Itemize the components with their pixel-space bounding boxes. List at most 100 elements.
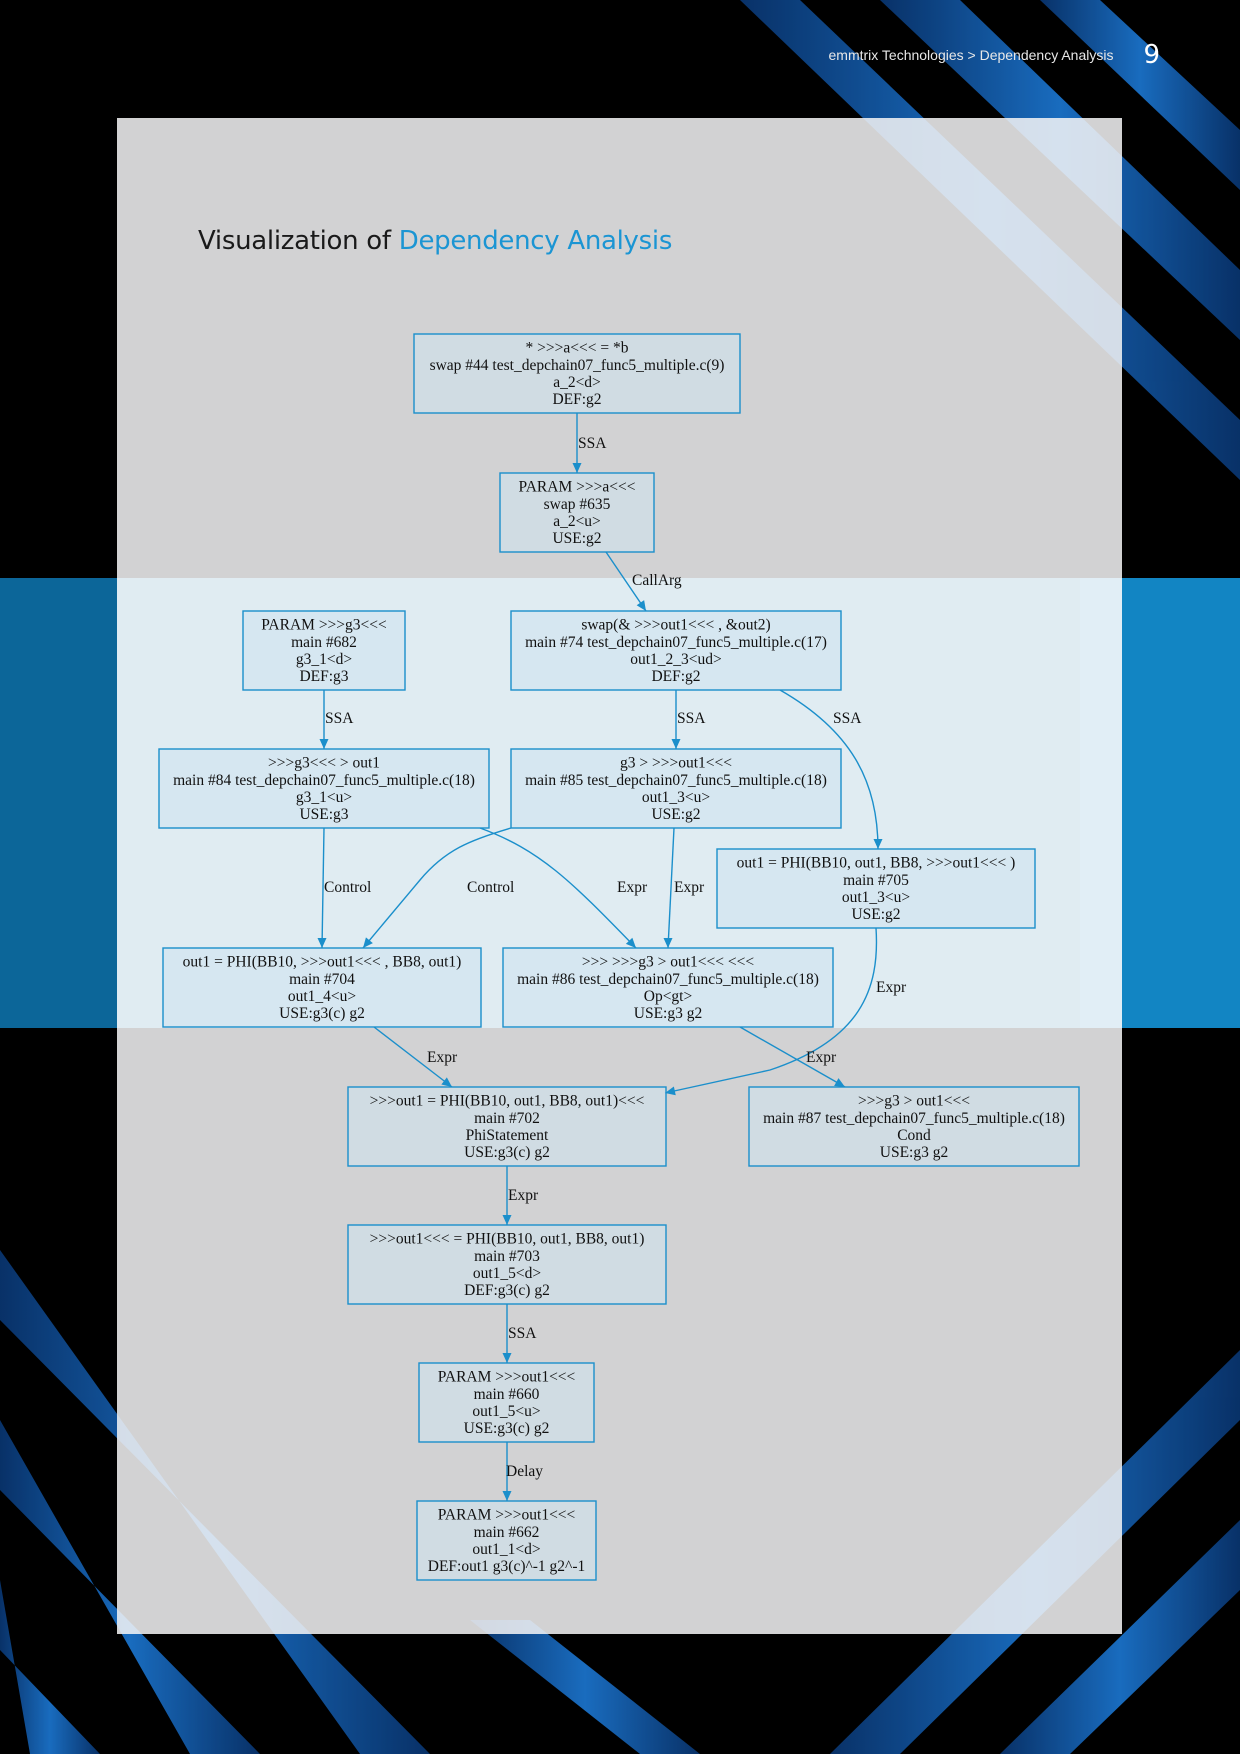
node-line: swap #44 test_depchain07_func5_multiple.… [430, 357, 725, 374]
node-box [416, 1500, 597, 1581]
edge-label: SSA [325, 710, 354, 727]
graph-node-n74: swap(& >>>out1<<< , &out2)main #74 test_… [510, 610, 842, 691]
arrowhead-icon [834, 1078, 845, 1087]
node-box [502, 947, 834, 1028]
node-line: main #705 [843, 872, 909, 889]
edge-label: SSA [578, 435, 607, 452]
edge-n635-n74: CallArg [605, 551, 682, 612]
node-box [162, 947, 482, 1028]
node-box [418, 1362, 595, 1443]
arrowhead-icon [625, 937, 636, 948]
node-line: main #660 [474, 1386, 540, 1403]
edge-label: Expr [806, 1049, 837, 1066]
arrowhead-icon [502, 1491, 512, 1501]
edge-label: Control [324, 879, 371, 896]
node-line: >>>g3 > out1<<< [858, 1093, 970, 1110]
node-line: main #87 test_depchain07_func5_multiple.… [763, 1110, 1065, 1127]
edge-label: Expr [508, 1187, 539, 1204]
node-box [242, 610, 406, 691]
edge-line [479, 827, 637, 949]
node-line: USE:g3 [299, 806, 348, 823]
arrowhead-icon [502, 1353, 512, 1363]
node-line: main #84 test_depchain07_func5_multiple.… [173, 772, 475, 789]
graph-node-n704: out1 = PHI(BB10, >>>out1<<< , BB8, out1)… [162, 947, 482, 1028]
node-line: out1_4<u> [288, 988, 356, 1005]
edge-label: Expr [617, 879, 648, 896]
edge-n703-n660: SSA [502, 1304, 537, 1363]
node-line: out1_3<u> [642, 789, 710, 806]
node-line: out1 = PHI(BB10, out1, BB8, >>>out1<<< ) [737, 855, 1016, 872]
edge-line [605, 551, 647, 612]
node-line: g3_1<u> [296, 789, 352, 806]
node-line: main #85 test_depchain07_func5_multiple.… [525, 772, 827, 789]
node-line: PhiStatement [466, 1127, 549, 1144]
node-line: PARAM >>>g3<<< [261, 617, 387, 634]
node-line: >>>out1 = PHI(BB10, out1, BB8, out1)<<< [370, 1093, 645, 1110]
title-prefix: Visualization of [198, 226, 399, 256]
edge-n682-n84: SSA [319, 690, 354, 749]
page-header: emmtrix Technologies > Dependency Analys… [829, 40, 1161, 70]
arrowhead-icon [317, 938, 327, 948]
edge-n704-n702: Expr [373, 1026, 458, 1088]
node-box [347, 1224, 667, 1305]
node-line: DEF:g2 [651, 668, 700, 685]
node-line: g3 > >>>out1<<< [620, 755, 732, 772]
node-line: USE:g2 [552, 530, 601, 547]
graph-node-n703: >>>out1<<< = PHI(BB10, out1, BB8, out1)m… [347, 1224, 667, 1305]
node-line: >>>g3<<< > out1 [268, 755, 380, 772]
node-line: USE:g3(c) g2 [464, 1420, 550, 1437]
edge-line [667, 827, 675, 949]
node-line: main #682 [291, 634, 357, 651]
edge-label: SSA [508, 1325, 537, 1342]
edge-line [739, 1026, 846, 1088]
edge-label: SSA [677, 710, 706, 727]
node-line: main #703 [474, 1248, 540, 1265]
edge-label: Expr [427, 1049, 458, 1066]
node-line: USE:g2 [851, 906, 900, 923]
node-line: DEF:g3(c) g2 [464, 1282, 550, 1299]
node-line: >>> >>>g3 > out1<<< <<< [582, 954, 754, 971]
edge-n74-n85: SSA [671, 690, 706, 749]
edge-line [664, 927, 878, 1094]
graph-node-n702: >>>out1 = PHI(BB10, out1, BB8, out1)<<<m… [347, 1086, 667, 1167]
node-line: out1_3<u> [842, 889, 910, 906]
node-line: out1_1<d> [472, 1541, 540, 1558]
edge-line [779, 689, 879, 850]
node-box [716, 848, 1036, 929]
edge-n44-n635: SSA [572, 413, 607, 473]
node-line: PARAM >>>out1<<< [438, 1369, 576, 1386]
arrowhead-icon [502, 1215, 512, 1225]
node-line: out1_5<d> [473, 1265, 541, 1282]
edge-n86-n87: Expr [739, 1026, 846, 1088]
edge-n85-n704: Control [362, 827, 514, 949]
node-line: out1 = PHI(BB10, >>>out1<<< , BB8, out1) [183, 954, 462, 971]
edge-n660-n662: Delay [502, 1442, 543, 1501]
node-line: USE:g3 g2 [634, 1005, 702, 1022]
edge-line [373, 1026, 453, 1088]
page-title: Visualization of Dependency Analysis [198, 226, 672, 256]
node-line: DEF:out1 g3(c)^-1 g2^-1 [428, 1558, 585, 1575]
edge-line [321, 827, 325, 949]
node-line: main #662 [474, 1524, 540, 1541]
arrowhead-icon [441, 1077, 452, 1087]
node-line: main #704 [289, 971, 355, 988]
content-panel: Visualization of Dependency Analysis SSA… [117, 118, 1122, 1634]
edge-n85-n86: Expr [663, 827, 705, 949]
arrowhead-icon [665, 1086, 676, 1096]
node-line: out1_2_3<ud> [630, 651, 722, 668]
node-line: DEF:g3 [299, 668, 348, 685]
arrowhead-icon [572, 463, 582, 473]
arrowhead-icon [671, 739, 681, 749]
graph-node-n86: >>> >>>g3 > out1<<< <<<main #86 test_dep… [502, 947, 834, 1028]
arrowhead-icon [636, 600, 646, 611]
arrowhead-icon [363, 937, 373, 948]
node-box [748, 1086, 1080, 1167]
node-line: PARAM >>>out1<<< [438, 1507, 576, 1524]
edge-label: Delay [506, 1463, 543, 1480]
graph-node-n660: PARAM >>>out1<<<main #660out1_5<u>USE:g3… [418, 1362, 595, 1443]
node-line: swap #635 [544, 496, 611, 513]
arrowhead-icon [663, 938, 673, 948]
node-line: PARAM >>>a<<< [519, 479, 636, 496]
graph-node-n85: g3 > >>>out1<<<main #85 test_depchain07_… [510, 748, 842, 829]
